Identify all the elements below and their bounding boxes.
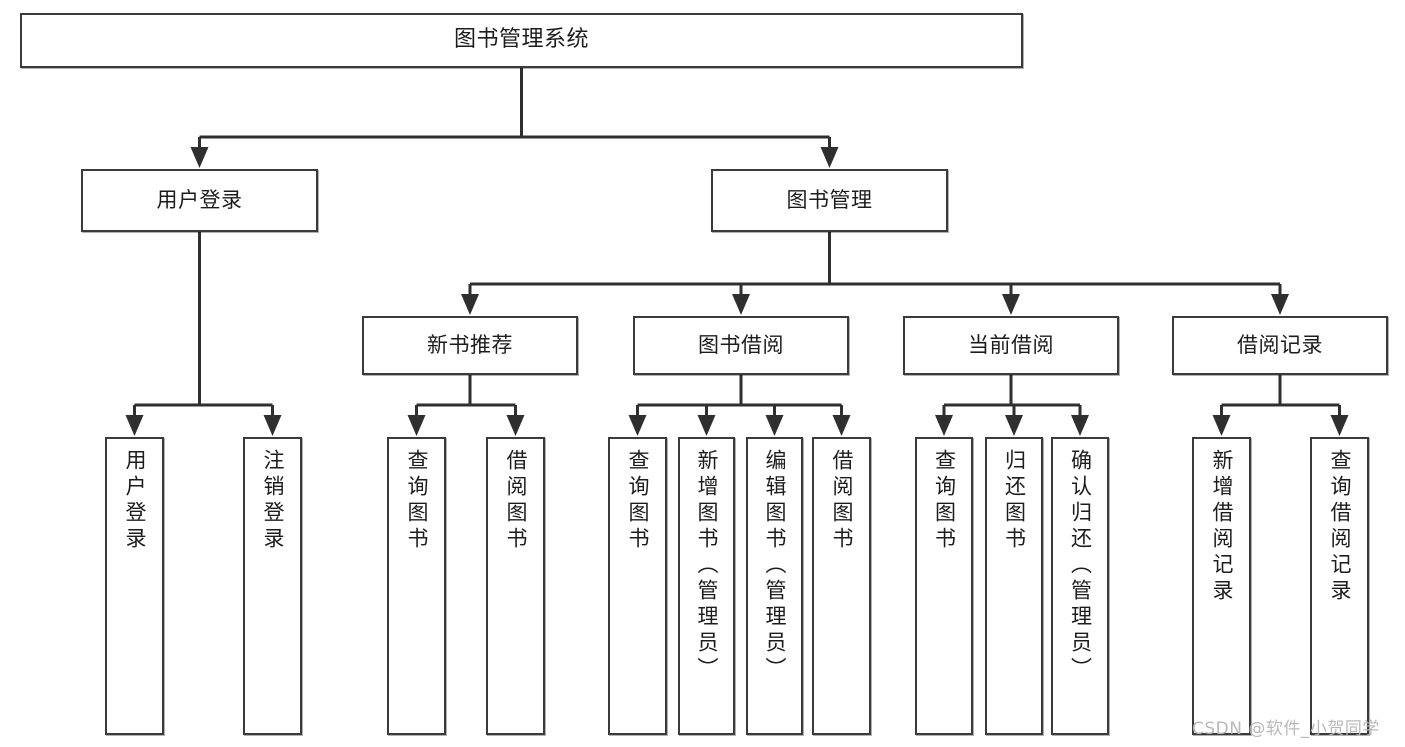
arrowhead-icon <box>628 415 647 436</box>
node-label: 图书管理 <box>786 187 873 212</box>
node-label: 查询图书 <box>405 449 429 553</box>
node-label: 查询图书 <box>932 449 957 553</box>
node-label: 编辑图书（管理员） <box>763 449 787 683</box>
node-label: 图书借阅 <box>698 332 784 357</box>
node-label: 确认归还（管理员） <box>1068 449 1093 683</box>
arrowhead-icon <box>935 415 953 436</box>
node-leaf-rec-2[interactable]: 查询借阅记录 <box>1310 437 1369 735</box>
node-leaf-cur-2[interactable]: 归还图书 <box>985 437 1043 735</box>
node-label: 图书管理系统 <box>453 27 589 53</box>
node-login[interactable]: 用户登录 <box>81 169 318 232</box>
node-root[interactable]: 图书管理系统 <box>20 13 1023 68</box>
node-borrow[interactable]: 图书借阅 <box>633 316 849 375</box>
node-label: 新增图书（管理员） <box>695 449 719 683</box>
arrowhead-icon <box>1071 415 1089 436</box>
arrowhead-icon <box>1271 294 1289 315</box>
node-label: 当前借阅 <box>968 332 1054 357</box>
node-label: 借阅图书 <box>504 449 528 553</box>
node-leaf-borrow-1[interactable]: 查询图书 <box>608 437 667 735</box>
node-leaf-rec-1[interactable]: 新增借阅记录 <box>1192 437 1251 735</box>
arrowhead-icon <box>190 147 209 168</box>
arrowhead-icon <box>832 415 851 436</box>
node-label: 查询图书 <box>626 449 650 553</box>
node-leaf-borrow-4[interactable]: 借阅图书 <box>812 437 871 735</box>
arrowhead-icon <box>820 147 839 168</box>
node-current[interactable]: 当前借阅 <box>903 316 1119 375</box>
arrowhead-icon <box>461 294 479 315</box>
node-bookmgmt[interactable]: 图书管理 <box>711 169 948 232</box>
arrowhead-icon <box>732 294 750 315</box>
arrowhead-icon <box>697 415 716 436</box>
node-label: 借阅记录 <box>1237 332 1323 357</box>
node-label: 借阅图书 <box>830 449 854 553</box>
node-records[interactable]: 借阅记录 <box>1172 316 1388 375</box>
arrowhead-icon <box>407 415 426 436</box>
node-leaf-login-2[interactable]: 注销登录 <box>243 437 302 735</box>
arrowhead-icon <box>1212 415 1231 436</box>
arrowhead-icon <box>1002 294 1020 315</box>
node-label: 用户登录 <box>123 449 147 553</box>
arrowhead-icon <box>765 415 784 436</box>
arrowhead-icon <box>1330 415 1349 436</box>
node-label: 新书推荐 <box>427 332 513 357</box>
node-leaf-borrow-3[interactable]: 编辑图书（管理员） <box>746 437 803 735</box>
node-label: 查询借阅记录 <box>1328 449 1352 605</box>
node-leaf-cur-3[interactable]: 确认归还（管理员） <box>1051 437 1109 735</box>
node-label: 新增借阅记录 <box>1210 449 1234 605</box>
node-label: 注销登录 <box>261 449 285 553</box>
node-leaf-new-2[interactable]: 借阅图书 <box>486 437 545 735</box>
node-leaf-borrow-2[interactable]: 新增图书（管理员） <box>678 437 735 735</box>
arrowhead-icon <box>506 415 525 436</box>
arrowhead-icon <box>125 415 144 436</box>
node-newbooks[interactable]: 新书推荐 <box>362 316 578 375</box>
watermark: CSDN @软件_小贺同学 <box>1192 719 1380 739</box>
node-leaf-login-1[interactable]: 用户登录 <box>105 437 164 735</box>
arrowhead-icon <box>263 415 282 436</box>
arrowhead-icon <box>1005 415 1023 436</box>
node-label: 用户登录 <box>156 187 243 212</box>
node-leaf-cur-1[interactable]: 查询图书 <box>915 437 973 735</box>
node-leaf-new-1[interactable]: 查询图书 <box>387 437 446 735</box>
node-label: 归还图书 <box>1002 449 1027 553</box>
